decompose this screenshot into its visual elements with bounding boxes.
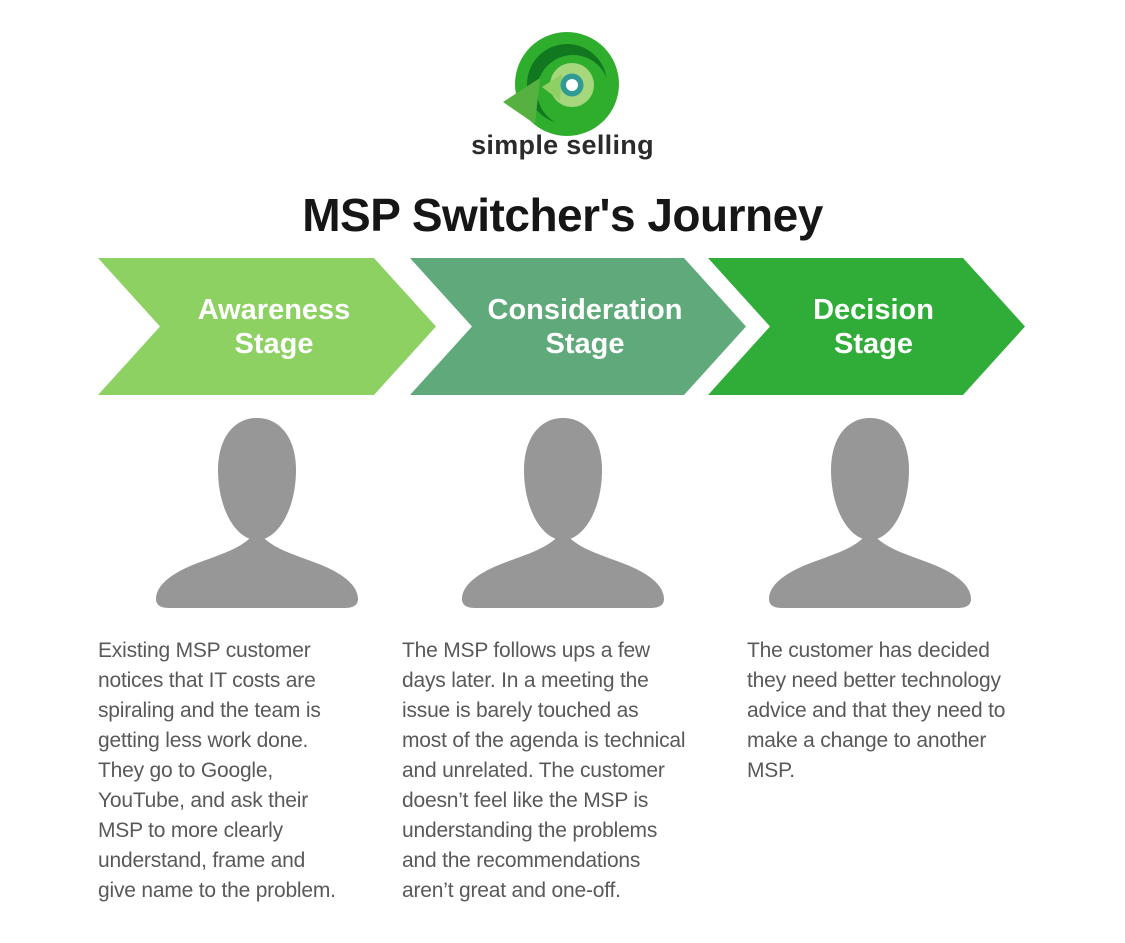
- simple-selling-logo-icon: [503, 32, 619, 136]
- stage-arrow-awareness: Awareness Stage: [98, 258, 436, 395]
- person-silhouette-icon: [462, 418, 664, 608]
- stage-arrow-decision: Decision Stage: [708, 258, 1025, 395]
- page-title: MSP Switcher's Journey: [302, 189, 823, 241]
- stage-label-consideration: Consideration Stage: [487, 293, 683, 360]
- person-silhouette-icon: [769, 418, 971, 608]
- stage-label-decision: Decision Stage: [813, 293, 934, 360]
- stage-description-decision: The customer has decided they need bette…: [747, 639, 1006, 782]
- brand-wordmark: simple selling: [471, 130, 654, 160]
- stage-description-consideration: The MSP follows ups a few days later. In…: [402, 639, 686, 902]
- stage-arrow-consideration: Consideration Stage: [410, 258, 746, 395]
- person-silhouette-icon: [156, 418, 358, 608]
- stage-label-awareness: Awareness Stage: [197, 293, 351, 360]
- stage-description-awareness: Existing MSP customer notices that IT co…: [98, 639, 336, 902]
